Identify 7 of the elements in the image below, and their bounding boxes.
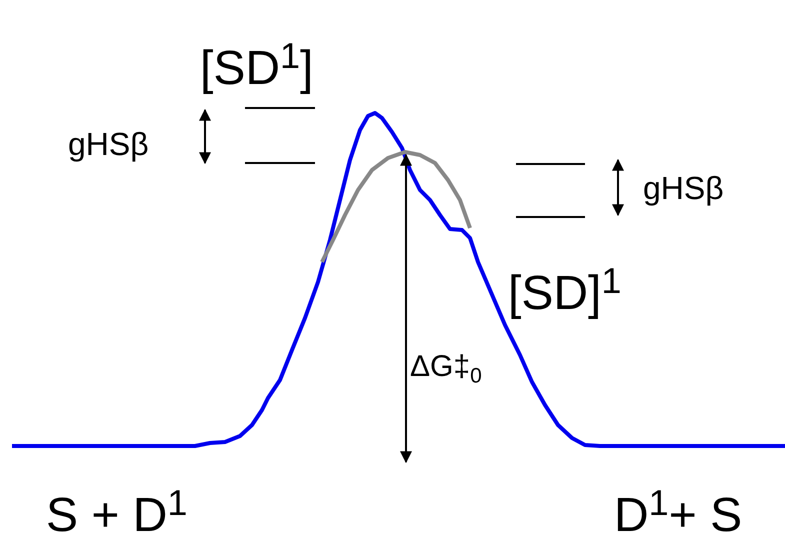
product-label: D$^{1}$+ S xyxy=(614,492,742,540)
barrier-label: ΔG‡$_{0}$ xyxy=(410,352,482,382)
state-label: [SD]$^{1}$ xyxy=(508,270,622,318)
energy-gap-label: gHSβ xyxy=(68,128,149,160)
reactant-label: S + D$^{1}$ xyxy=(46,492,188,540)
energy-gap-label: gHSβ xyxy=(643,172,724,204)
state-label: [SD$^{1}$] xyxy=(200,45,314,93)
